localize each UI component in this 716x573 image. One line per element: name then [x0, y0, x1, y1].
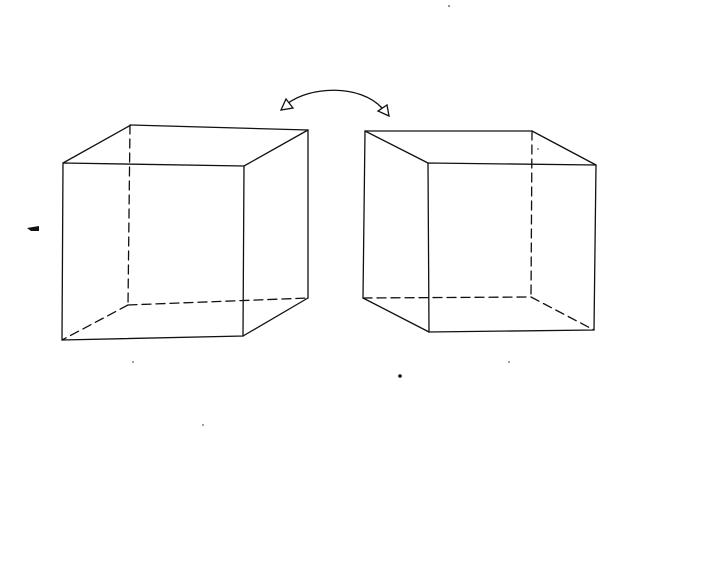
right-cube-front-face [427, 162, 597, 333]
right-cube-hidden-back-vertical [530, 130, 533, 298]
right-cube-top-left-edge [364, 130, 429, 164]
speck-left [27, 226, 39, 231]
right-cube-hidden-back-bottom [362, 296, 532, 299]
speck-center [398, 374, 402, 378]
speck-top [448, 5, 450, 7]
arrow-curve [286, 89, 383, 109]
left-cube-top-back-edge [130, 124, 309, 131]
left-cube-top-left-edge [62, 124, 132, 164]
left-cube-top-right-edge [243, 129, 309, 167]
right-cube-back-left-vertical [362, 130, 366, 299]
right-cube-hidden-bottom-right [530, 296, 595, 331]
left-cube [61, 124, 309, 341]
speck-small-3 [508, 361, 510, 363]
left-cube-front-face [61, 162, 245, 341]
left-cube-hidden-bottom-left [61, 304, 129, 341]
left-cube-hidden-back-vertical [127, 124, 131, 306]
arrow-head-left-icon [279, 97, 295, 111]
speck-small-1 [132, 361, 134, 363]
left-cube-hidden-back-bottom [127, 297, 309, 306]
right-cube [362, 130, 597, 333]
scan-artifacts [27, 5, 539, 426]
speck-small-4 [537, 148, 539, 150]
right-cube-bottom-left-edge [362, 297, 430, 333]
left-cube-bottom-right-edge [242, 297, 309, 337]
speck-small-2 [202, 424, 204, 426]
curved-double-arrow [279, 89, 390, 118]
arrow-head-right-icon [376, 103, 390, 118]
right-cube-top-right-edge [531, 130, 597, 166]
